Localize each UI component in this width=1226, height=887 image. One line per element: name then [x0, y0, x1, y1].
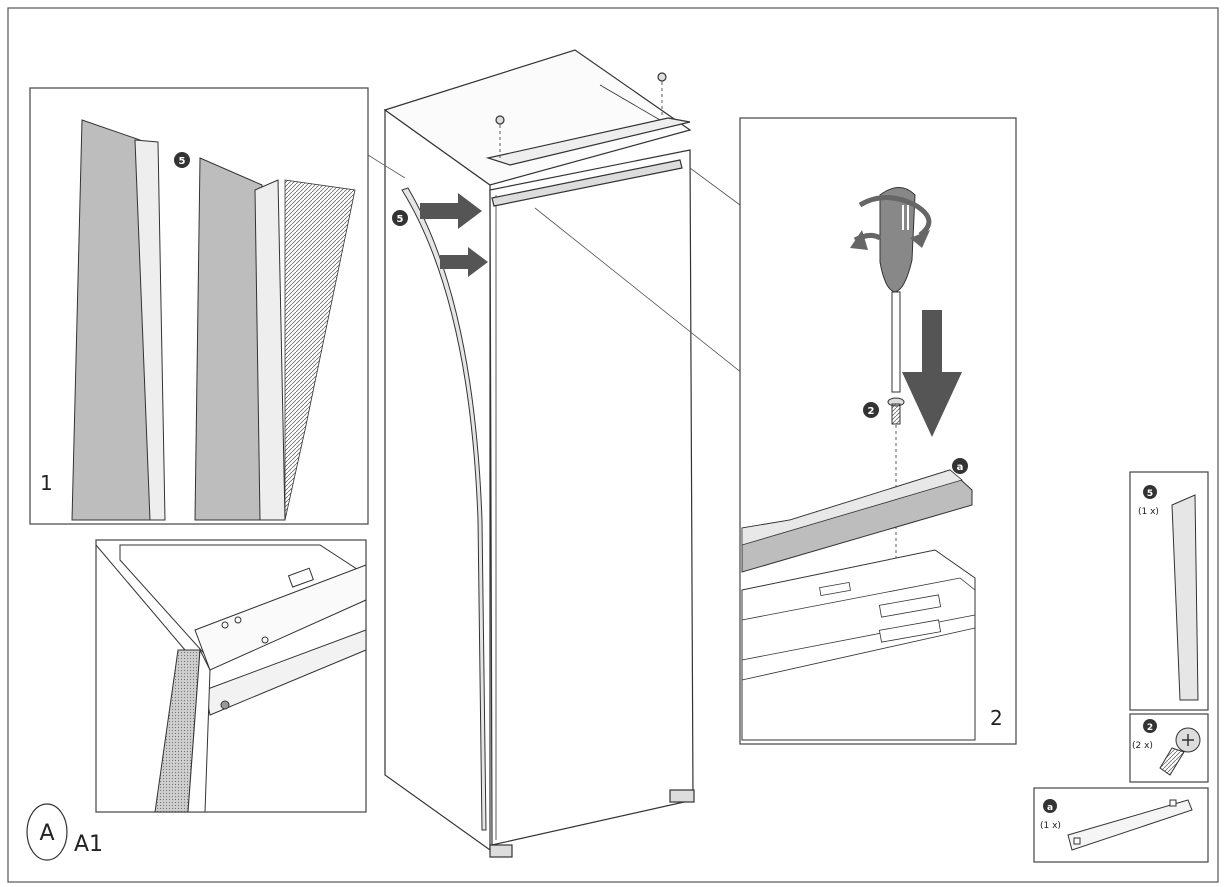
callout-badge-part5-main: 5 — [392, 210, 408, 226]
parts-item-qty: (1 x) — [1040, 821, 1061, 831]
leader-line-inset2-top — [689, 167, 741, 206]
callout-label: 5 — [397, 214, 404, 225]
parts-item-seal: 5 (1 x) — [1129, 471, 1209, 711]
page-label-letter-icon: A — [39, 821, 54, 846]
inset-1-number: 1 — [40, 471, 53, 495]
screw-icon — [887, 397, 905, 425]
inset-corner-detail — [95, 539, 367, 813]
inset-1-seal-detail: 5 1 — [29, 87, 369, 525]
inset2-bracket-callout: a — [957, 462, 964, 473]
inset-2-screw-detail: 2 a 2 — [739, 117, 1017, 745]
insert-arrow-upper — [420, 193, 482, 229]
parts-item-screw: 2 (2 x) — [1129, 713, 1209, 783]
parts-item-id: a — [1047, 803, 1053, 813]
inset2-screw-callout: 2 — [868, 406, 875, 417]
parts-item-id: 2 — [1147, 723, 1153, 733]
insert-arrow-lower — [440, 247, 488, 277]
inset1-callout-label: 5 — [179, 156, 186, 167]
leader-line-inset1 — [367, 154, 406, 179]
parts-item-bracket: a (1 x) — [1033, 787, 1209, 863]
parts-item-qty: (1 x) — [1138, 507, 1159, 517]
inset-2-number: 2 — [990, 706, 1003, 730]
parts-item-qty: (2 x) — [1132, 741, 1153, 751]
parts-item-id: 5 — [1147, 489, 1153, 499]
page-label: A A1 — [26, 803, 103, 861]
page-label-text: A1 — [74, 832, 103, 857]
page-frame — [7, 7, 1219, 883]
screwdriver-icon — [879, 187, 916, 393]
fridge-illustration — [383, 49, 695, 858]
down-arrow-icon — [902, 310, 962, 437]
screw-part-icon — [1159, 727, 1201, 776]
